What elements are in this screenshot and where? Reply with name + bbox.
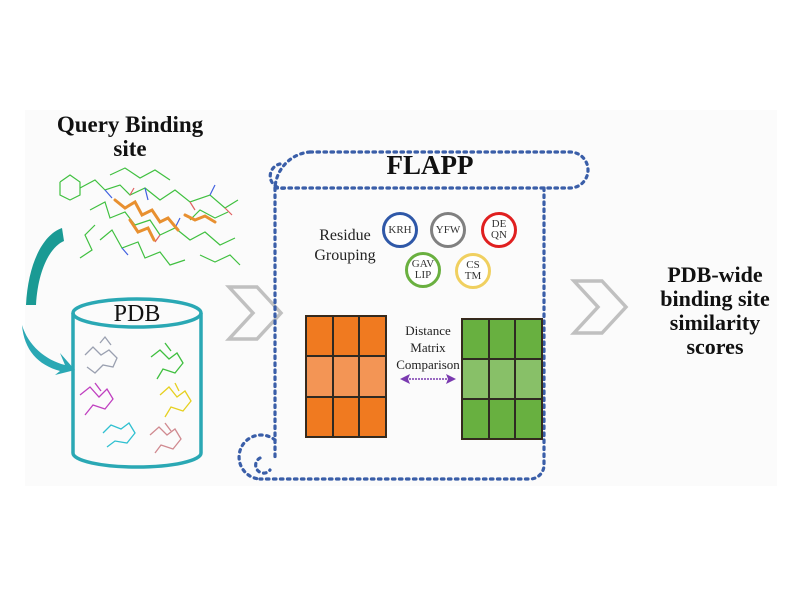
residue-group-cstm-line2: TM — [464, 270, 482, 282]
residue-group-yfw: YFW — [430, 212, 466, 248]
result-line2: binding site — [660, 286, 770, 311]
matrix-left-cell — [332, 316, 360, 357]
residue-group-deqn: DE QN — [481, 212, 517, 248]
result-line3: similarity — [669, 310, 761, 335]
distance-matrix-left — [305, 315, 387, 438]
pdb-database-cylinder: PDB — [71, 297, 203, 469]
teal-curved-arrow-icon — [22, 228, 75, 375]
dm-label-line1: Distance — [405, 323, 451, 338]
matrix-left-cell — [332, 356, 360, 397]
structure-magenta-icon — [79, 382, 114, 416]
distance-matrix-right — [461, 318, 543, 440]
residue-group-yfw-label: YFW — [435, 223, 461, 236]
structure-grey-icon — [84, 335, 118, 374]
query-title-line1: Query Binding — [56, 112, 204, 137]
dm-label-line2: Matrix — [410, 340, 446, 355]
double-arrow-icon — [400, 374, 456, 384]
matrix-right-cell — [515, 359, 542, 399]
structure-pink-icon — [149, 422, 182, 454]
residue-group-gavlip-line2: LIP — [414, 269, 432, 281]
result-line1: PDB-wide — [667, 262, 763, 287]
structure-yellow-icon — [159, 382, 192, 418]
matrix-right-cell — [488, 399, 516, 439]
flapp-title: FLAPP — [386, 150, 474, 180]
matrix-left-cell — [306, 356, 333, 397]
matrix-left-cell — [306, 316, 333, 357]
matrix-right-cell — [515, 399, 542, 439]
matrix-right-cell — [462, 359, 489, 399]
flapp-scroll-frame — [237, 150, 590, 481]
residue-grouping-label: Residue Grouping — [300, 226, 390, 266]
matrix-left-cell — [359, 396, 386, 437]
residue-group-gavlip: GAV LIP — [405, 252, 441, 288]
residue-group-deqn-line1: DE — [491, 218, 507, 230]
residue-group-cstm-line1: CS — [466, 259, 480, 271]
structure-green-icon — [150, 342, 184, 380]
residue-group-cstm: CS TM — [455, 253, 491, 289]
result-label: PDB-wide binding site similarity scores — [640, 263, 790, 359]
matrix-right-cell — [488, 319, 516, 359]
dm-label-line3: Comparison — [396, 357, 460, 372]
matrix-left-cell — [359, 316, 386, 357]
chevron-right-icon — [225, 285, 284, 341]
pdb-label: PDB — [114, 301, 161, 327]
query-title-line2: site — [113, 136, 147, 161]
residue-group-gavlip-line1: GAV — [411, 258, 435, 270]
residue-group-krh-label: KRH — [388, 223, 412, 236]
matrix-right-cell — [515, 319, 542, 359]
matrix-left-cell — [306, 396, 333, 437]
query-molecule-icon — [59, 167, 241, 266]
chevron-right-icon-2 — [570, 279, 629, 335]
result-line4: scores — [686, 334, 744, 359]
matrix-left-cell — [359, 356, 386, 397]
residue-grouping-line2: Grouping — [314, 247, 376, 264]
matrix-left-cell — [332, 396, 360, 437]
residue-group-deqn-line2: QN — [491, 229, 507, 241]
matrix-right-cell — [462, 319, 489, 359]
distance-matrix-comparison-label: Distance Matrix Comparison — [388, 322, 468, 373]
residue-grouping-line1: Residue — [319, 227, 371, 244]
structure-cyan-icon — [102, 422, 136, 448]
matrix-right-cell — [462, 399, 489, 439]
matrix-right-cell — [488, 359, 516, 399]
query-binding-site-title: Query Binding site — [30, 113, 230, 161]
residue-group-krh: KRH — [382, 212, 418, 248]
